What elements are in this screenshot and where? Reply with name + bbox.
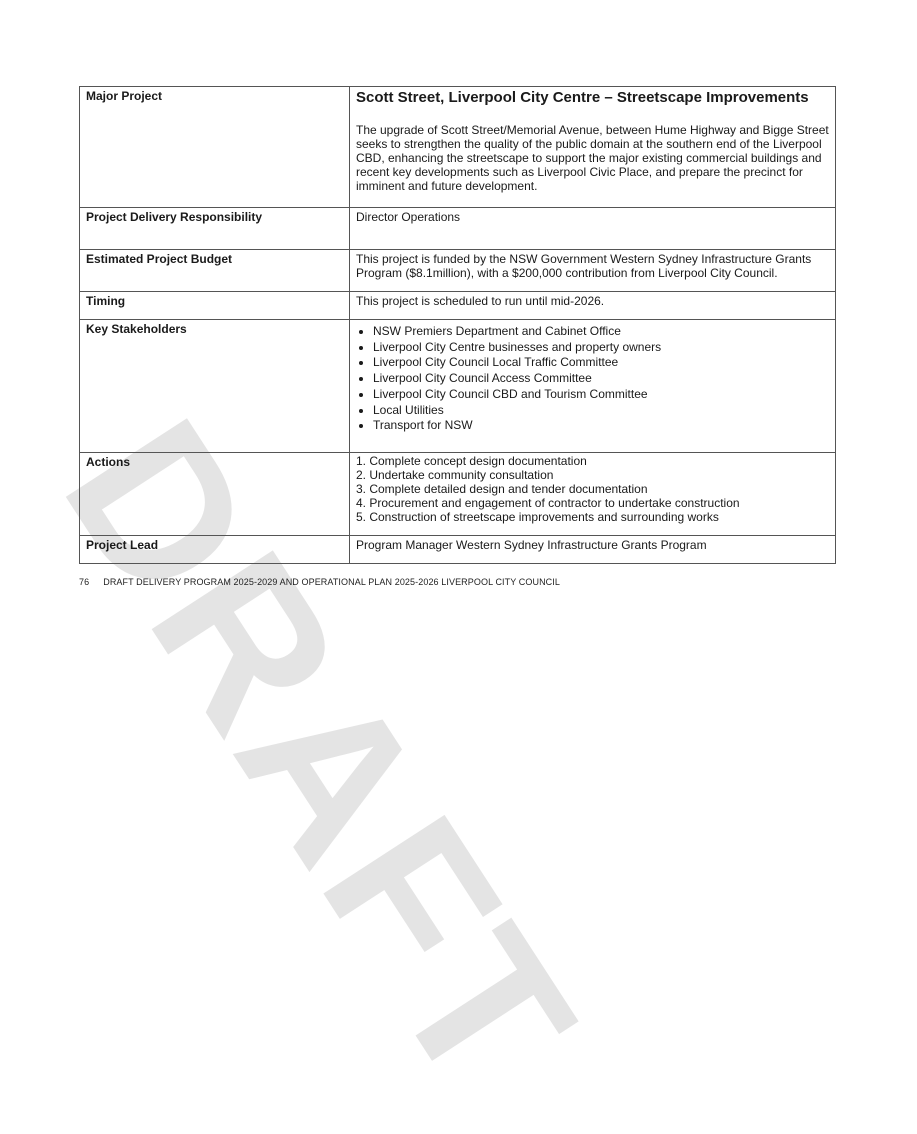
budget-value: This project is funded by the NSW Govern… <box>349 249 836 292</box>
table-row: Estimated Project Budget This project is… <box>79 249 836 292</box>
page-number: 76 <box>79 577 90 587</box>
major-project-label: Major Project <box>79 86 350 208</box>
project-title: Scott Street, Liverpool City Centre – St… <box>356 89 809 106</box>
stakeholders-cell: NSW Premiers Department and Cabinet Offi… <box>349 319 836 453</box>
list-item: 2. Undertake community consultation <box>356 467 554 482</box>
delivery-value: Director Operations <box>349 207 836 250</box>
footer-text: DRAFT DELIVERY PROGRAM 2025-2029 AND OPE… <box>103 577 560 587</box>
stakeholders-list: NSW Premiers Department and Cabinet Offi… <box>356 324 829 434</box>
project-description: The upgrade of Scott Street/Memorial Ave… <box>356 123 829 193</box>
budget-label: Estimated Project Budget <box>79 249 350 292</box>
list-item: Local Utilities <box>373 403 829 419</box>
table-row: Project Delivery Responsibility Director… <box>79 207 836 250</box>
table-row: Major Project Scott Street, Liverpool Ci… <box>79 86 836 208</box>
list-item: Liverpool City Council Access Committee <box>373 371 829 387</box>
major-project-cell: Scott Street, Liverpool City Centre – St… <box>349 86 836 208</box>
actions-label: Actions <box>79 452 350 536</box>
list-item: 3. Complete detailed design and tender d… <box>356 481 648 496</box>
lead-value: Program Manager Western Sydney Infrastru… <box>349 535 836 564</box>
delivery-label: Project Delivery Responsibility <box>79 207 350 250</box>
table-row: Actions 1. Complete concept design docum… <box>79 452 836 536</box>
stakeholders-label: Key Stakeholders <box>79 319 350 453</box>
list-item: Liverpool City Council Local Traffic Com… <box>373 355 829 371</box>
list-item: Liverpool City Centre businesses and pro… <box>373 340 829 356</box>
list-item: Transport for NSW <box>373 418 829 434</box>
page-footer: 76 DRAFT DELIVERY PROGRAM 2025-2029 AND O… <box>79 577 560 587</box>
lead-label: Project Lead <box>79 535 350 564</box>
actions-cell: 1. Complete concept design documentation… <box>349 452 836 536</box>
table-row: Timing This project is scheduled to run … <box>79 291 836 320</box>
actions-list: 1. Complete concept design documentation… <box>356 454 829 525</box>
table-row: Project Lead Program Manager Western Syd… <box>79 535 836 564</box>
table-row: Key Stakeholders NSW Premiers Department… <box>79 319 836 453</box>
timing-value: This project is scheduled to run until m… <box>349 291 836 320</box>
list-item: NSW Premiers Department and Cabinet Offi… <box>373 324 829 340</box>
list-item: 5. Construction of streetscape improveme… <box>356 509 719 524</box>
list-item: 4. Procurement and engagement of contrac… <box>356 495 740 510</box>
project-details-table: Major Project Scott Street, Liverpool Ci… <box>79 86 836 564</box>
list-item: Liverpool City Council CBD and Tourism C… <box>373 387 829 403</box>
timing-label: Timing <box>79 291 350 320</box>
list-item: 1. Complete concept design documentation <box>356 454 587 468</box>
